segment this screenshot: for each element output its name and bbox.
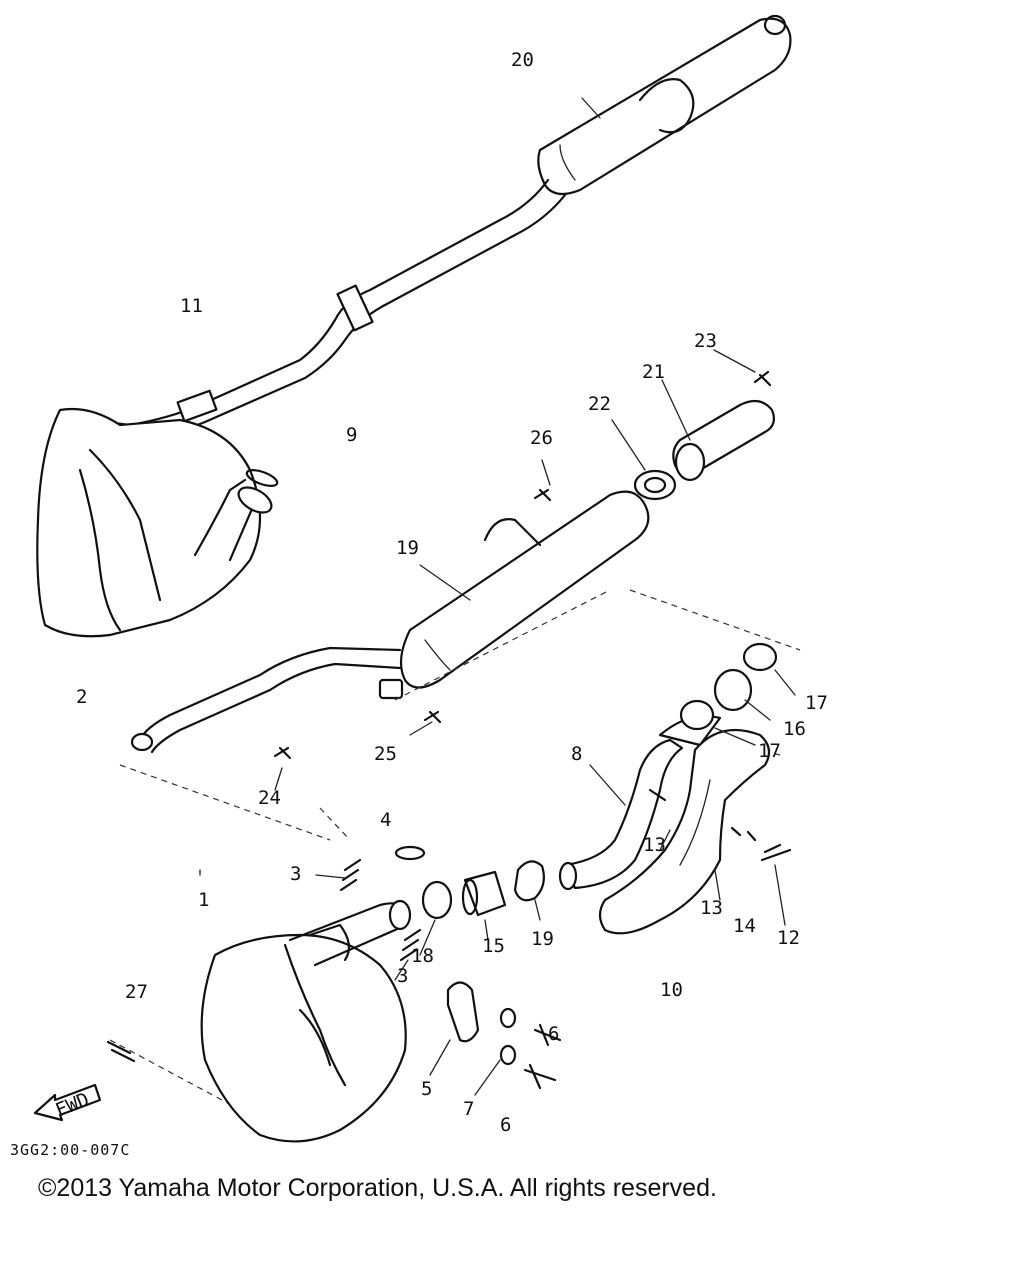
part-label-18: 18 <box>411 945 434 967</box>
part-label-3-upper: 3 <box>290 863 301 885</box>
part-label-19-lower: 19 <box>531 928 554 950</box>
part-label-25: 25 <box>374 743 397 765</box>
part-label-13-lower: 13 <box>700 897 723 919</box>
part-label-24: 24 <box>258 787 281 809</box>
part-label-4: 4 <box>380 809 391 831</box>
part-label-27: 27 <box>125 981 148 1003</box>
part-label-12: 12 <box>777 927 800 949</box>
part-label-11: 11 <box>180 295 203 317</box>
part-label-14: 14 <box>733 915 756 937</box>
lower-chamber-assembly <box>106 845 562 1143</box>
part-label-21: 21 <box>642 361 665 383</box>
copyright-notice: ©2013 Yamaha Motor Corporation, U.S.A. A… <box>38 1174 717 1202</box>
part-label-7: 7 <box>463 1098 474 1120</box>
part-label-16: 16 <box>783 718 806 740</box>
muffler-upper-assembly <box>36 14 792 638</box>
exhaust-guard-assembly <box>558 642 792 935</box>
part-label-15: 15 <box>482 935 505 957</box>
part-label-1: 1 <box>198 889 209 911</box>
part-label-9: 9 <box>346 424 357 446</box>
part-label-19-upper: 19 <box>396 537 419 559</box>
part-label-20: 20 <box>511 49 534 71</box>
part-labels: 20 11 23 21 22 26 9 19 2 17 16 17 25 8 2… <box>76 49 828 1136</box>
part-label-5: 5 <box>421 1078 432 1100</box>
fwd-arrow-icon: FWD <box>33 1083 102 1122</box>
silencer-middle-assembly <box>130 370 775 760</box>
part-label-23: 23 <box>694 330 717 352</box>
part-label-6-lower: 6 <box>500 1114 511 1136</box>
part-label-2: 2 <box>76 686 87 708</box>
part-label-22: 22 <box>588 393 611 415</box>
part-label-3-lower: 3 <box>397 965 408 987</box>
part-label-26: 26 <box>530 427 553 449</box>
part-label-13-upper: 13 <box>643 834 666 856</box>
part-label-17-lower: 17 <box>758 740 781 762</box>
leader-lines <box>199 97 796 1096</box>
part-label-10: 10 <box>660 979 683 1001</box>
part-label-6-upper: 6 <box>548 1023 559 1045</box>
exhaust-parts-diagram: FWD 20 11 23 21 22 26 9 19 2 17 16 17 25… <box>33 14 828 1143</box>
drawing-code: 3GG2:00-007C <box>10 1141 131 1159</box>
part-label-17-upper: 17 <box>805 692 828 714</box>
part-label-8: 8 <box>571 743 582 765</box>
